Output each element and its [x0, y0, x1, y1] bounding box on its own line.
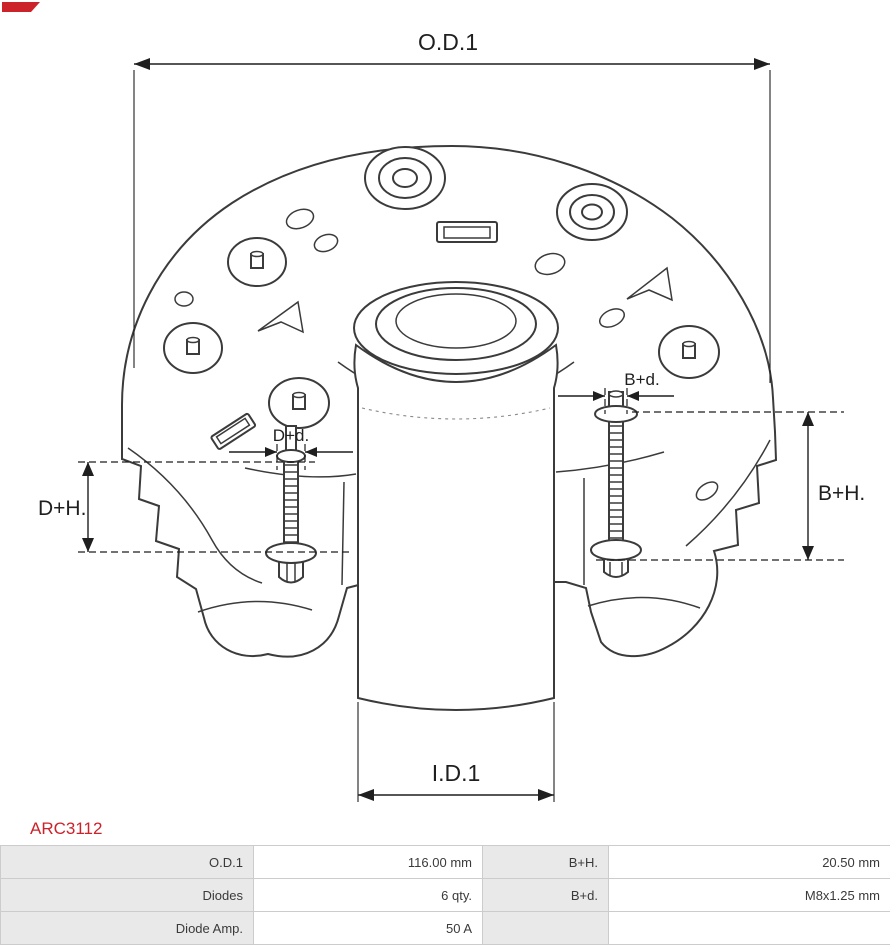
- diode-rivet-4: [658, 325, 720, 379]
- dim-label-id1: I.D.1: [432, 760, 481, 786]
- diode-rivet-3: [268, 377, 330, 429]
- spec-label-cell: O.D.1: [1, 846, 254, 879]
- spec-value-cell: 50 A: [254, 912, 483, 945]
- terminal-slot-top: [436, 221, 498, 243]
- dim-label-bd: B+d.: [624, 370, 659, 389]
- spec-label-cell: [483, 912, 609, 945]
- small-holes: [174, 208, 719, 501]
- spec-label-cell: B+d.: [483, 879, 609, 912]
- spec-value-cell: 6 qty.: [254, 879, 483, 912]
- arrow-cutout-right: [626, 266, 673, 302]
- right-stud-bolt: [590, 390, 642, 578]
- dimension-od1: O.D.1: [133, 29, 771, 383]
- product-code-link[interactable]: ARC3112: [30, 819, 103, 838]
- left-stud-bolt: [265, 425, 317, 584]
- spec-label-cell: Diode Amp.: [1, 912, 254, 945]
- dimension-dh: D+H.: [38, 461, 352, 553]
- dimension-bh: B+H.: [596, 411, 865, 561]
- dim-label-dd: D+d.: [273, 426, 309, 445]
- spec-label-cell: Diodes: [1, 879, 254, 912]
- diode-rivet-2: [163, 322, 223, 374]
- spec-table: O.D.1 116.00 mm B+H. 20.50 mm Diodes 6 q…: [0, 845, 890, 945]
- dimension-dd: D+d.: [229, 426, 353, 470]
- dim-label-od1: O.D.1: [418, 29, 478, 55]
- brand-corner-mark: [2, 2, 40, 12]
- technical-drawing: O.D.1 I.D.1 D+H. B+H.: [2, 2, 865, 802]
- dim-label-bh: B+H.: [818, 482, 865, 505]
- center-bore-cylinder: [353, 281, 559, 711]
- dimension-bd: B+d.: [558, 370, 674, 414]
- diode-rivet-1: [227, 237, 287, 287]
- bearing-boss-top: [364, 146, 446, 210]
- spec-value-cell: M8x1.25 mm: [609, 879, 890, 912]
- terminal-slot-left: [210, 412, 257, 450]
- spec-value-cell: 20.50 mm: [609, 846, 890, 879]
- dim-label-dh: D+H.: [38, 497, 86, 520]
- spec-value-cell: 116.00 mm: [254, 846, 483, 879]
- dimension-id1: I.D.1: [357, 702, 555, 802]
- bearing-boss-right: [556, 183, 628, 241]
- rectifier-body: [121, 144, 778, 711]
- arrow-cutout-left: [257, 300, 304, 334]
- spec-value-cell: [609, 912, 890, 945]
- spec-label-cell: B+H.: [483, 846, 609, 879]
